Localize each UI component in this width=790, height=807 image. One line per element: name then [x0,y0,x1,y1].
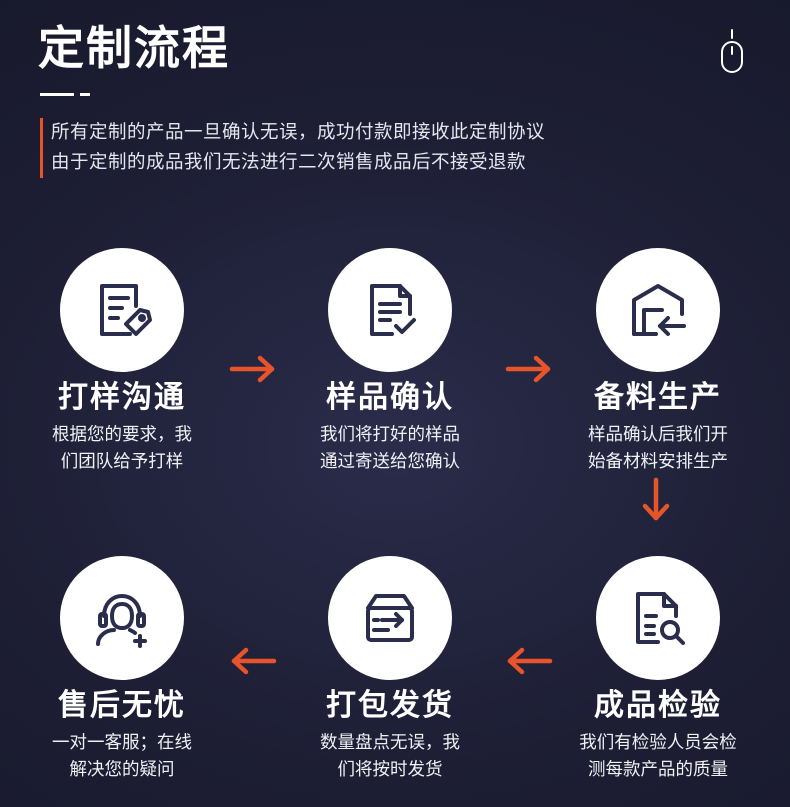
notice-line-2: 由于定制的成品我们无法进行二次销售成品后不接受退款 [51,152,527,173]
step-desc-line: 测每款产品的质量 [588,760,728,780]
step-desc-line: 们将按时发货 [337,760,443,780]
title-underline [40,93,90,96]
step-desc-line: 始备材料安排生产 [588,452,728,472]
document-tag-icon [100,284,152,336]
step-desc-line: 一对一客服；在线 [52,733,192,753]
arrow-down-icon [642,477,670,521]
step-desc-line: 我们将打好的样品 [320,425,460,445]
step-description: 样品确认后我们开 始备材料安排生产 [538,422,778,476]
step-desc-line: 们团队给予打样 [60,452,184,472]
document-search-icon [636,592,685,645]
step-circle [60,556,184,680]
step-circle [60,248,184,372]
step-name: 备料生产 [594,380,722,415]
step-inspection: 成品检验 我们有检验人员会检 测每款产品的质量 [538,556,778,784]
step-name: 样品确认 [326,380,454,415]
step-desc-line: 根据您的要求，我 [52,425,192,445]
step-circle [328,248,452,372]
step-name: 成品检验 [594,688,722,723]
step-name: 打样沟通 [58,380,186,415]
step-description: 数量盘点无误，我 们将按时发货 [270,730,510,784]
warehouse-icon [632,284,686,336]
arrow-right-icon [229,355,275,383]
step-proofing: 打样沟通 根据您的要求，我 们团队给予打样 [2,248,242,476]
arrow-right-icon [505,355,551,383]
step-circle [328,556,452,680]
step-description: 根据您的要求，我 们团队给予打样 [2,422,242,476]
step-after-sales: 售后无忧 一对一客服；在线 解决您的疑问 [2,556,242,784]
step-desc-line: 我们有检验人员会检 [579,733,737,753]
step-desc-line: 解决您的疑问 [69,760,175,780]
arrow-left-icon [507,647,553,675]
notice-line-1: 所有定制的产品一旦确认无误，成功付款即接收此定制协议 [51,122,546,143]
step-description: 我们有检验人员会检 测每款产品的质量 [538,730,778,784]
step-desc-line: 样品确认后我们开 [588,425,728,445]
step-desc-line: 通过寄送给您确认 [320,452,460,472]
step-production: 备料生产 样品确认后我们开 始备材料安排生产 [538,248,778,476]
step-description: 一对一客服；在线 解决您的疑问 [2,730,242,784]
arrow-left-icon [231,647,277,675]
step-sample-confirm: 样品确认 我们将打好的样品 通过寄送给您确认 [270,248,510,476]
package-icon [366,594,414,642]
step-packing-shipping: 打包发货 数量盘点无误，我 们将按时发货 [270,556,510,784]
customer-service-icon [96,594,147,648]
document-check-icon [370,284,416,336]
step-name: 售后无忧 [58,688,186,723]
step-circle [596,248,720,372]
notice-text: 所有定制的产品一旦确认无误，成功付款即接收此定制协议 由于定制的成品我们无法进行… [40,118,545,178]
step-description: 我们将打好的样品 通过寄送给您确认 [270,422,510,476]
page-title: 定制流程 [38,21,230,75]
step-desc-line: 数量盘点无误，我 [320,733,460,753]
step-circle [596,556,720,680]
mouse-scroll-icon [721,29,743,73]
step-name: 打包发货 [326,688,454,723]
